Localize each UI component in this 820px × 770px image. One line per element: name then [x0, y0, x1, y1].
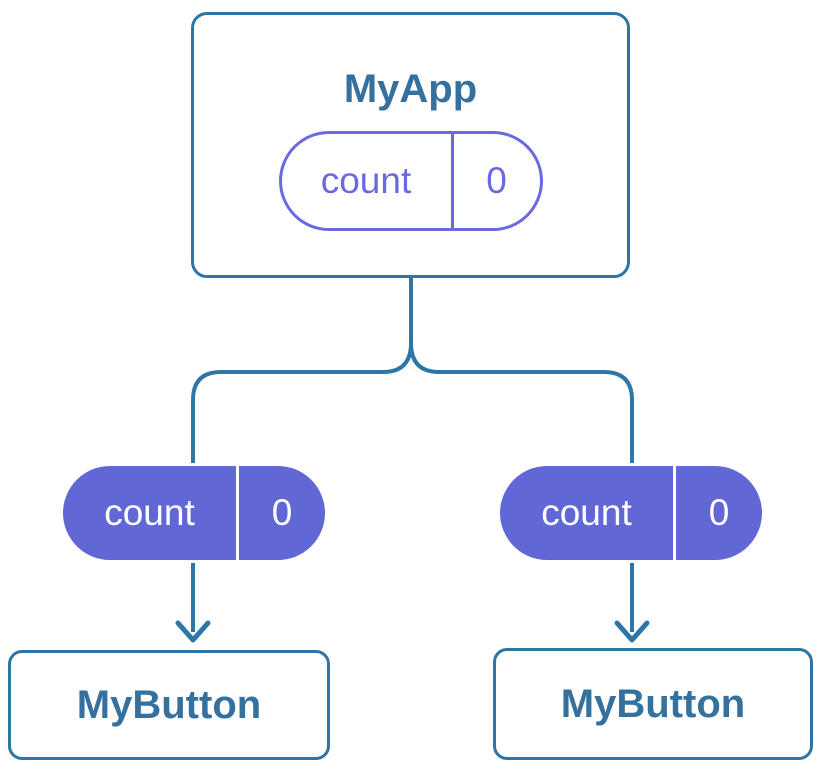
state-pill-value: 0 — [486, 160, 507, 201]
left-branch-line — [191, 342, 413, 632]
left-prop-pill-value: 0 — [271, 492, 293, 533]
state-pill-label: count — [320, 160, 412, 201]
right-arrowhead-icon — [614, 620, 650, 643]
left-prop-pill-divider — [236, 466, 239, 560]
myapp-card-title: MyApp — [343, 67, 478, 111]
myapp-card: MyApp count 0 — [191, 12, 630, 278]
right-prop-pill-value: 0 — [708, 492, 730, 533]
right-mybutton-card: MyButton — [493, 648, 813, 760]
left-arrowhead-icon — [175, 620, 211, 643]
right-branch-line — [409, 342, 634, 632]
state-pill: count 0 — [278, 131, 543, 231]
left-mybutton-card-title: MyButton — [76, 683, 262, 727]
right-prop-pill: count 0 — [497, 463, 765, 563]
left-prop-pill: count 0 — [60, 463, 328, 563]
left-mybutton-card: MyButton — [8, 650, 330, 760]
right-prop-pill-label: count — [541, 492, 632, 533]
state-pill-divider — [450, 134, 454, 228]
right-prop-pill-divider — [673, 466, 676, 560]
right-mybutton-card-title: MyButton — [560, 682, 746, 726]
left-prop-pill-label: count — [104, 492, 195, 533]
